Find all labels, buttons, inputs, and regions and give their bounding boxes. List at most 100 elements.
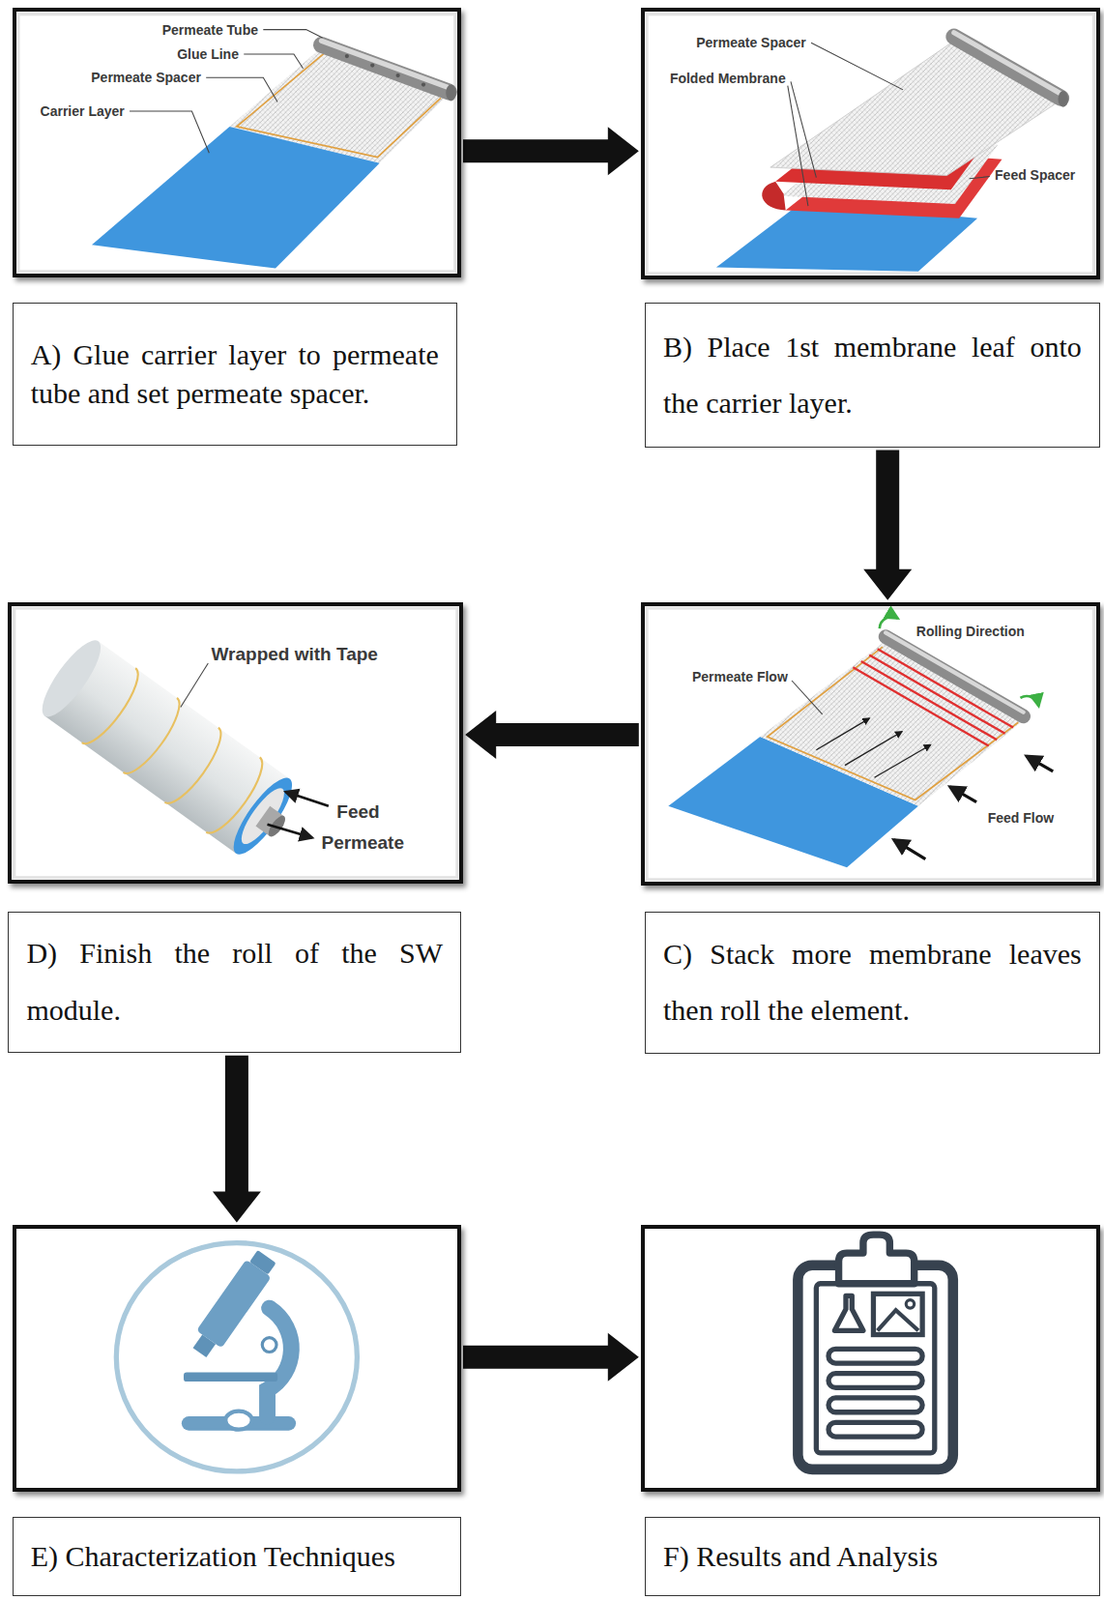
tape-band	[123, 697, 189, 782]
microscope-knob	[261, 1337, 277, 1353]
image-icon	[872, 1293, 923, 1335]
flow-arrow	[212, 1055, 262, 1223]
flask-icon	[834, 1295, 864, 1331]
permeate-flow-arrow	[815, 718, 930, 778]
panel-a-illustration	[18, 14, 457, 272]
part-label: Feed	[336, 801, 379, 823]
text-line-icon	[828, 1348, 923, 1364]
step-node: F) Results and Analysis	[640, 1224, 1101, 1597]
image-frame	[14, 608, 458, 878]
caption-text: A) Glue carrier layer to permeate tube a…	[30, 335, 439, 413]
module-end	[224, 770, 301, 862]
part-label: Permeate	[320, 832, 405, 854]
membrane-leaf-edge	[861, 661, 997, 740]
clipboard-clip	[839, 1234, 915, 1284]
leader-line	[791, 680, 823, 715]
panel-b-illustration	[646, 14, 1094, 274]
carrier-layer	[91, 126, 380, 269]
microscope-tube	[193, 1335, 217, 1359]
leader-line	[129, 29, 322, 154]
panel-c-illustration	[646, 608, 1094, 880]
feed-flow-arrow	[894, 755, 1054, 860]
caption-text: D) Finish the roll of the SW module.	[26, 925, 443, 1039]
glue-line	[767, 646, 1019, 800]
caption-box: C) Stack more membrane leaves then roll …	[644, 911, 1101, 1055]
image-icon	[877, 1309, 919, 1331]
step-node: A) Glue carrier layer to permeate tube a…	[12, 7, 462, 446]
tube-hole	[421, 82, 426, 87]
icon-ring	[116, 1243, 357, 1472]
caption-box: E) Characterization Techniques	[12, 1516, 462, 1596]
clipboard-paper	[815, 1283, 934, 1453]
step-node: E) Characterization Techniques	[12, 1224, 462, 1597]
flow-arrow	[464, 710, 640, 759]
caption-text: E) Characterization Techniques	[30, 1539, 443, 1574]
membrane-leaf-edge	[877, 648, 1014, 727]
flow-arrow	[863, 449, 912, 600]
caption-text: F) Results and Analysis	[663, 1539, 1082, 1574]
feed-flow-arrow	[894, 840, 927, 860]
text-line-icon	[828, 1422, 923, 1437]
image-panel	[12, 1224, 462, 1493]
part-label: Folded Membrane	[669, 70, 786, 87]
leader-line	[969, 176, 990, 179]
leader-line	[129, 111, 209, 153]
permeate-tube	[885, 637, 1023, 717]
flow-arrow	[463, 1333, 640, 1382]
caption-text: C) Stack more membrane leaves then roll …	[663, 926, 1082, 1040]
permeate-spacer	[759, 640, 1023, 807]
tape-band	[82, 668, 147, 752]
part-label: Feed Spacer	[994, 167, 1075, 183]
part-label: Rolling Direction	[916, 623, 1025, 640]
microscope-tube	[186, 1248, 280, 1363]
wound-module	[32, 633, 308, 868]
feed-flow-arrow	[950, 786, 977, 803]
feed-arrow	[286, 791, 329, 807]
part-label: Glue Line	[176, 46, 239, 62]
caption-box: F) Results and Analysis	[644, 1516, 1101, 1596]
image-panel	[640, 1224, 1101, 1493]
membrane-fold	[761, 181, 785, 211]
microscope-stage	[183, 1372, 278, 1382]
text-line-icon	[828, 1373, 923, 1389]
text-line-icon	[828, 1397, 923, 1413]
part-label: Permeate Spacer	[696, 34, 807, 51]
image-frame	[18, 14, 456, 272]
flow-arrow	[463, 126, 640, 175]
permeate-spacer	[770, 40, 1062, 175]
permeate-tube	[320, 44, 449, 92]
tube-hole	[370, 62, 375, 67]
step-node: B) Place 1st membrane leaf onto the carr…	[640, 7, 1101, 448]
microscope-foot	[225, 1411, 252, 1430]
leader-line	[180, 663, 208, 707]
clipboard-board	[797, 1265, 953, 1470]
permeate-flow-arrow	[844, 731, 902, 766]
microscope-tube	[196, 1259, 271, 1349]
tube-highlight	[885, 632, 1023, 712]
caption-box: A) Glue carrier layer to permeate tube a…	[12, 302, 458, 446]
permeate-flow-arrow	[815, 718, 870, 751]
caption-box: D) Finish the roll of the SW module.	[7, 911, 462, 1054]
step-node: D) Finish the roll of the SW module.Wrap…	[7, 602, 464, 1054]
microscope-arm	[267, 1307, 292, 1417]
microscope-tube	[249, 1249, 276, 1275]
part-label: Permeate Tube	[162, 22, 259, 38]
feed-flow-arrow	[1026, 755, 1053, 772]
panel-f-illustration	[797, 1234, 953, 1470]
permeate-arrow	[267, 824, 313, 839]
rolling-arrow	[879, 616, 899, 629]
tube-hole	[396, 73, 401, 78]
art-scale	[14, 14, 1095, 1472]
part-label: Feed Flow	[987, 810, 1054, 826]
tape-band	[164, 727, 230, 812]
permeate-tube	[954, 36, 1062, 98]
tape-band	[82, 668, 272, 841]
leader-line	[787, 86, 809, 207]
rolling-arrow	[1019, 696, 1039, 706]
leader-line	[243, 54, 303, 69]
image-panel	[640, 602, 1101, 886]
part-label: Carrier Layer	[40, 103, 125, 119]
tube-highlight	[320, 40, 449, 88]
step-node: C) Stack more membrane leaves then roll …	[640, 602, 1101, 1055]
